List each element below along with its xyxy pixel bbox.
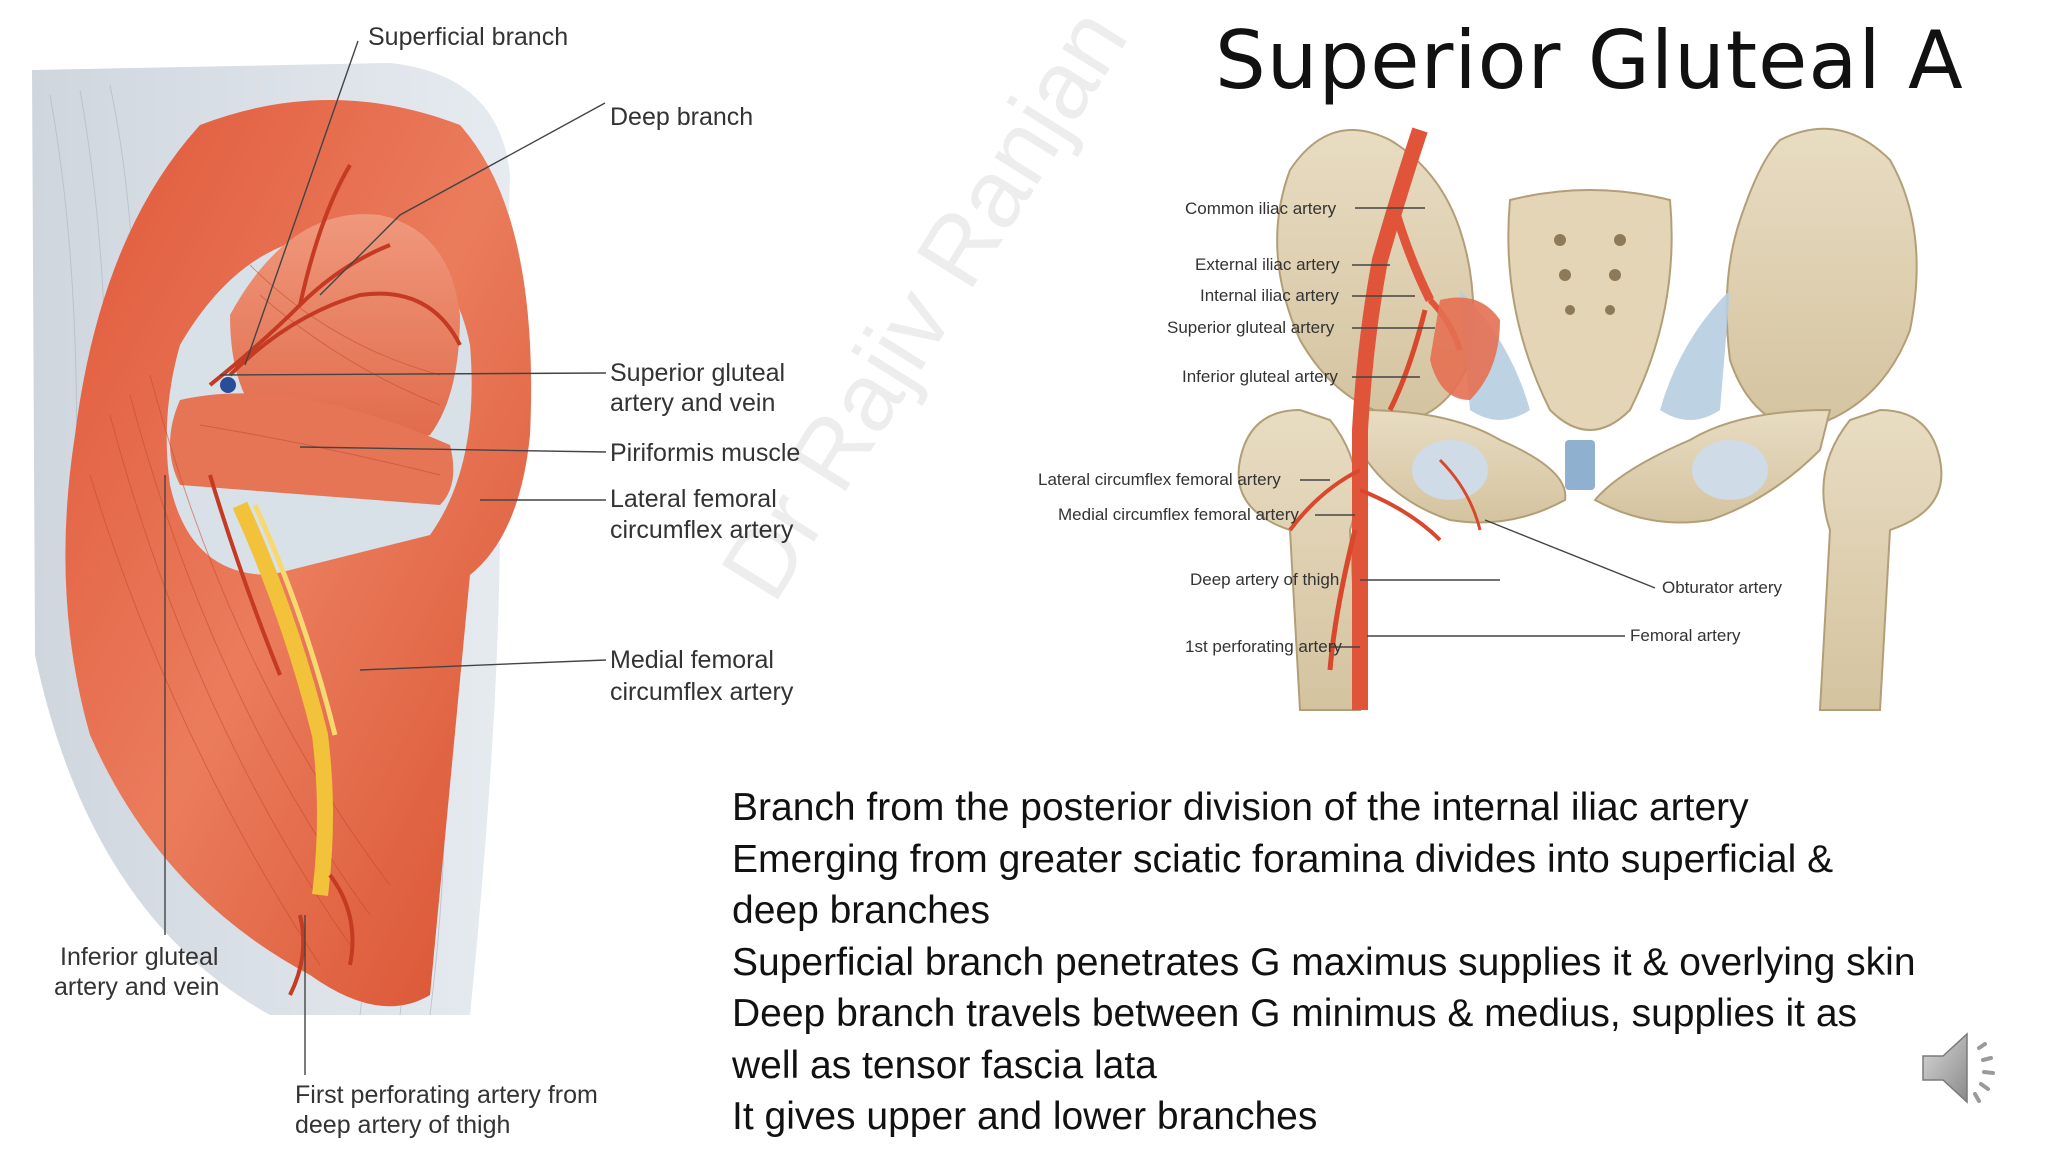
label-lateral-femoral-1: Lateral femoral <box>610 485 777 513</box>
ligament-right <box>1660 290 1730 420</box>
label-medial-femoral-1: Medial femoral <box>610 646 774 674</box>
label-inferior-gluteal-2: artery and vein <box>54 973 219 1001</box>
gluteus-medius <box>230 214 460 445</box>
label-superior-gluteal-artery: Superior gluteal artery <box>1167 318 1335 337</box>
pubic-symphysis <box>1565 440 1595 490</box>
gluteal-region-illustration: Superficial branch Deep branch Superior … <box>32 23 800 1139</box>
label-deep-branch: Deep branch <box>610 103 753 131</box>
label-femoral: Femoral artery <box>1630 626 1741 645</box>
label-superficial-branch: Superficial branch <box>368 23 568 51</box>
bullet-text-block: Branch from the posterior division of th… <box>732 782 2032 1143</box>
label-medial-circumflex: Medial circumflex femoral artery <box>1058 505 1299 524</box>
right-ilium <box>1725 127 1918 432</box>
sacral-foramina <box>1554 234 1626 315</box>
label-obturator: Obturator artery <box>1662 578 1782 597</box>
bullet-line: deep branches <box>732 889 991 932</box>
left-femur <box>1237 408 1362 711</box>
piriformis-muscle-right-figure <box>1430 297 1500 400</box>
right-femur <box>1818 408 1943 711</box>
piriformis-muscle <box>170 393 454 505</box>
label-internal-iliac: Internal iliac artery <box>1200 286 1339 305</box>
bullet-line: well as tensor fascia lata <box>732 1043 1157 1087</box>
label-inferior-gluteal-artery: Inferior gluteal artery <box>1182 367 1338 386</box>
label-deep-artery-thigh: Deep artery of thigh <box>1190 570 1339 589</box>
slide-title: Superior Gluteal A <box>1215 14 1964 107</box>
bullet-line: It gives upper and lower branches <box>732 1095 1318 1138</box>
label-piriformis: Piriformis muscle <box>610 439 800 467</box>
superior-gluteal-vein <box>220 377 236 393</box>
label-superior-gluteal-1: Superior gluteal <box>610 359 785 387</box>
label-lateral-circumflex: Lateral circumflex femoral artery <box>1038 470 1281 489</box>
obturator-foramen-right <box>1692 440 1768 500</box>
label-external-iliac: External iliac artery <box>1195 255 1340 274</box>
label-inferior-gluteal-1: Inferior gluteal <box>60 943 218 971</box>
sacrum <box>1507 189 1673 431</box>
pelvis-arteries-illustration: Common iliac artery External iliac arter… <box>1038 127 1943 711</box>
label-lateral-femoral-2: circumflex artery <box>610 516 794 544</box>
label-medial-femoral-2: circumflex artery <box>610 678 794 706</box>
artery-branches <box>208 163 462 996</box>
bullet-line: Branch from the posterior division of th… <box>732 786 1749 829</box>
sciatic-nerve <box>232 501 333 896</box>
label-first-perforating: 1st perforating artery <box>1185 637 1342 656</box>
speaker-icon[interactable] <box>1915 1018 2015 1118</box>
bullet-line: Emerging from greater sciatic foramina d… <box>732 837 1834 881</box>
label-first-perforating-1: First perforating artery from <box>295 1081 598 1109</box>
label-superior-gluteal-2: artery and vein <box>610 389 775 417</box>
label-first-perforating-2: deep artery of thigh <box>295 1111 510 1139</box>
bullet-line: Deep branch travels between G minimus & … <box>732 992 1858 1035</box>
bullet-line: Superficial branch penetrates G maximus … <box>732 940 1916 984</box>
label-common-iliac: Common iliac artery <box>1185 199 1337 218</box>
